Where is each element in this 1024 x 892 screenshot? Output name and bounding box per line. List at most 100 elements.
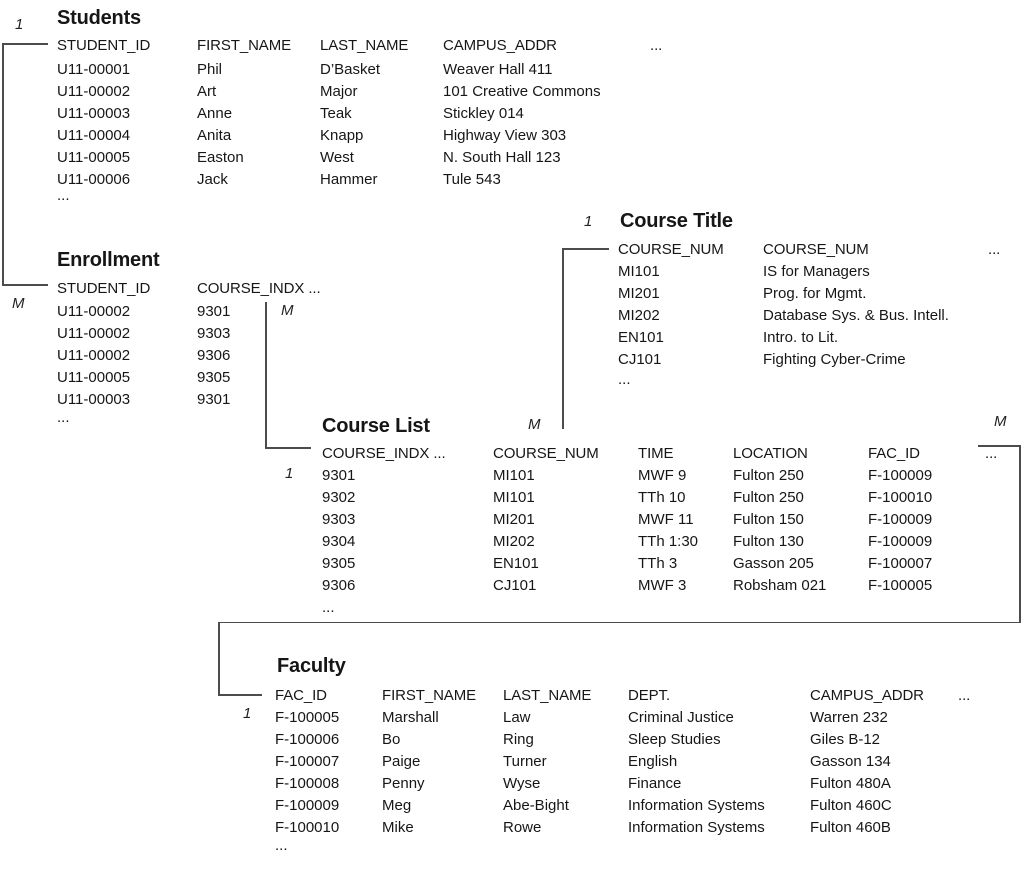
course_list-cell: 9303 [322,511,356,528]
students-cell: Weaver Hall 411 [443,61,553,78]
faculty-cell: F-100006 [275,731,340,748]
course_list-cell: MWF 11 [638,511,694,528]
course_title-cell: MI101 [618,263,660,280]
students-column-header: CAMPUS_ADDR [443,37,557,54]
faculty-cell: Sleep Studies [628,731,721,748]
faculty-cell: Rowe [503,819,542,836]
enrollment-continuation-ellipsis: ... [57,409,70,426]
course_title-cell: MI202 [618,307,660,324]
students-cell: 101 Creative Commons [443,83,601,100]
students-cell: U11-00001 [57,61,131,78]
students-cell: Major [320,83,358,100]
faculty-column-header: ... [958,687,971,704]
enrollment-cell: 9305 [197,369,231,386]
students-cell: Tule 543 [443,171,501,188]
cardinality-enrollment-many: M [12,295,25,312]
faculty-cell: Marshall [382,709,439,726]
faculty-cell: Fulton 460C [810,797,892,814]
connector-coursetitle-courselist-top [562,248,609,250]
students-column-header: ... [650,37,663,54]
cardinality-courselist-facid-many: M [994,413,1007,430]
students-cell: Hammer [320,171,378,188]
course_list-cell: Fulton 250 [733,467,804,484]
course_list-cell: MI201 [493,511,535,528]
students-cell: D’Basket [320,61,381,78]
course_list-cell: F-100010 [868,489,933,506]
enrollment-cell: U11-00003 [57,391,131,408]
course_list-column-header: COURSE_NUM [493,445,599,462]
faculty-cell: Bo [382,731,401,748]
faculty-cell: Information Systems [628,819,765,836]
students-cell: U11-00004 [57,127,131,144]
course_title-cell: IS for Managers [763,263,870,280]
students-cell: Highway View 303 [443,127,567,144]
faculty-column-header: CAMPUS_ADDR [810,687,924,704]
course_list-cell: MWF 9 [638,467,687,484]
course_list-cell: MI101 [493,489,535,506]
students-cell: N. South Hall 123 [443,149,561,166]
connector-students-enrollment-bottom [2,284,48,286]
course_list-cell: TTh 10 [638,489,686,506]
students-cell: Knapp [320,127,364,144]
course_title-column-header: COURSE_NUM [618,241,724,258]
course_list-cell: Fulton 150 [733,511,804,528]
connector-enrollment-courselist-bottom [265,447,311,449]
students-cell: U11-00003 [57,105,131,122]
faculty-cell: F-100005 [275,709,340,726]
course_list-cell: F-100009 [868,533,933,550]
students-cell: U11-00005 [57,149,131,166]
connector-coursetitle-courselist-vertical [562,248,564,429]
faculty-cell: F-100010 [275,819,340,836]
connector-enrollment-courselist-vertical [265,302,267,448]
course_list-column-header: LOCATION [733,445,808,462]
enrollment-column-header: COURSE_INDX ... [197,280,321,297]
course_title-cell: Fighting Cyber-Crime [763,351,906,368]
enrollment-cell: U11-00002 [57,303,131,320]
course_title-cell: Prog. for Mgmt. [763,285,867,302]
faculty-cell: F-100007 [275,753,340,770]
faculty-cell: Law [503,709,531,726]
faculty-continuation-ellipsis: ... [275,837,288,854]
faculty-column-header: FAC_ID [275,687,327,704]
course_title-column-header: COURSE_NUM [763,241,869,258]
enrollment-cell: U11-00005 [57,369,131,386]
faculty-cell: Finance [628,775,682,792]
course_list-cell: 9306 [322,577,356,594]
connector-courselist-faculty-horizontal [218,621,1021,623]
course_title-cell: EN101 [618,329,664,346]
students-cell: Jack [197,171,228,188]
students-cell: U11-00002 [57,83,131,100]
students-cell: Anita [197,127,232,144]
faculty-cell: Mike [382,819,414,836]
faculty-column-header: LAST_NAME [503,687,592,704]
course_list-column-header: COURSE_INDX ... [322,445,446,462]
faculty-cell: Criminal Justice [628,709,734,726]
faculty-cell: Information Systems [628,797,765,814]
faculty-cell: Fulton 460B [810,819,891,836]
course_list-cell: TTh 3 [638,555,678,572]
faculty-cell: English [628,753,678,770]
course_title-continuation-ellipsis: ... [618,371,631,388]
course_list-column-header: TIME [638,445,674,462]
course-list-table-title: Course List [322,415,430,437]
faculty-cell: Paige [382,753,421,770]
connector-courselist-faculty-vertical-right [1019,445,1021,623]
course_list-cell: Robsham 021 [733,577,827,594]
faculty-table-title: Faculty [277,655,346,677]
connector-courselist-faculty-bottom [218,694,262,696]
faculty-column-header: FIRST_NAME [382,687,477,704]
course_list-cell: F-100005 [868,577,933,594]
enrollment-cell: 9306 [197,347,231,364]
course_list-cell: Fulton 130 [733,533,804,550]
course_list-cell: TTh 1:30 [638,533,699,550]
course_list-continuation-ellipsis: ... [322,599,335,616]
students-cell: Teak [320,105,352,122]
students-continuation-ellipsis: ... [57,187,70,204]
students-column-header: FIRST_NAME [197,37,292,54]
course_list-cell: F-100009 [868,467,933,484]
enrollment-table-title: Enrollment [57,249,160,271]
students-cell: Phil [197,61,223,78]
enrollment-cell: 9303 [197,325,231,342]
students-cell: West [320,149,354,166]
